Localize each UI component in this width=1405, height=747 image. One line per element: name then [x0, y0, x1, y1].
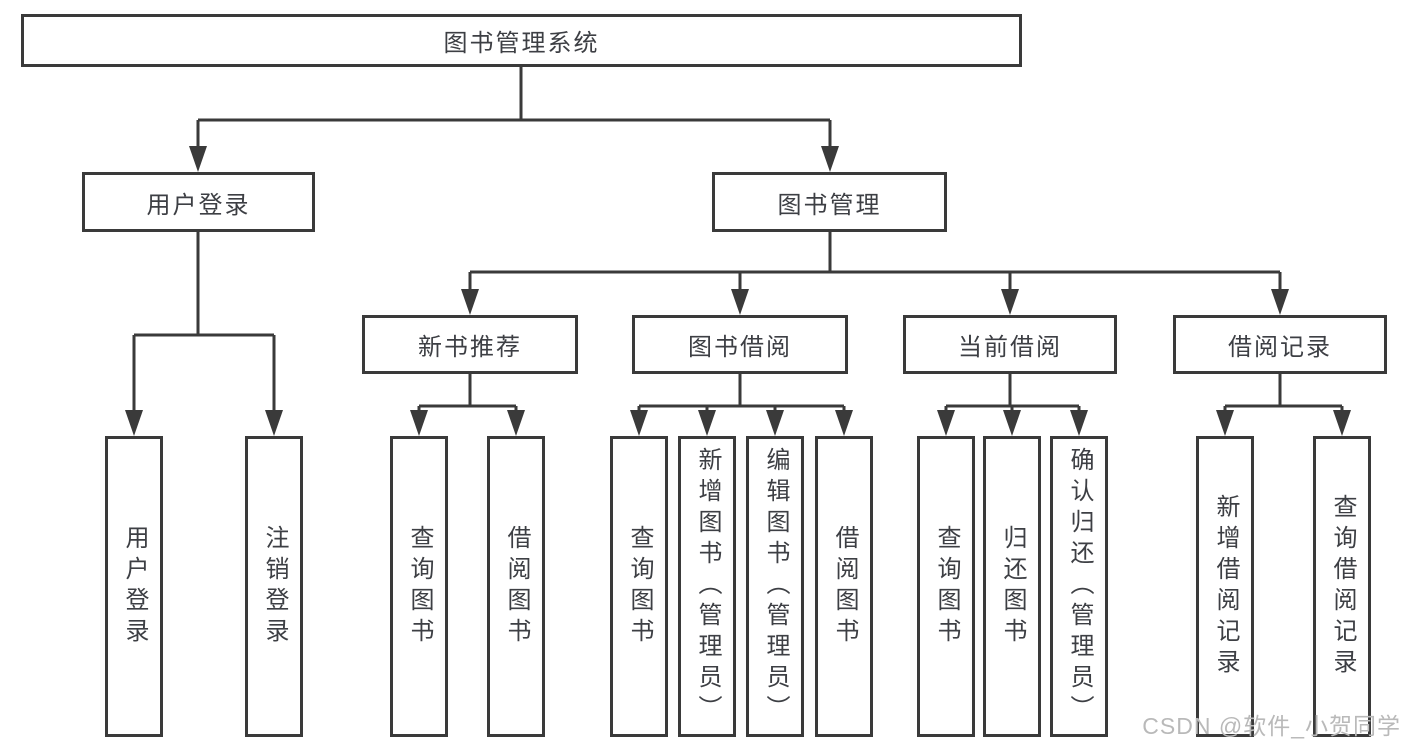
leaf-query-books-label: 查询图书 [406, 524, 433, 649]
leaf-user-login-label: 用户登录 [121, 524, 148, 649]
node-user-login-label: 用户登录 [146, 191, 251, 219]
leaf-borrow-books: 借阅图书 [487, 436, 545, 737]
arrowhead-leaf-logout [265, 410, 283, 436]
connector-current-borrowing-branch [944, 374, 1081, 416]
arrowhead-leaf-query-record [1333, 410, 1351, 436]
arrowhead-leaf-add-book [698, 410, 716, 436]
arrowhead-book-borrowing [731, 289, 749, 315]
arrowhead-leaf-user-login [125, 410, 143, 436]
leaf-query-borrow-record-label: 查询借阅记录 [1329, 493, 1356, 680]
leaf-query-books: 查询图书 [390, 436, 448, 737]
leaf-add-borrow-record: 新增借阅记录 [1196, 436, 1254, 737]
leaf-add-borrow-record-label: 新增借阅记录 [1212, 493, 1239, 680]
csdn-watermark: CSDN @软件_小贺同学 [1142, 713, 1401, 739]
node-user-login: 用户登录 [82, 172, 315, 232]
arrowhead-borrowing-records [1271, 289, 1289, 315]
arrowhead-book-management [821, 146, 839, 172]
node-book-management-label: 图书管理 [777, 191, 882, 219]
leaf-logout-label: 注销登录 [261, 524, 288, 649]
leaf-query-books-label: 查询图书 [933, 524, 960, 649]
node-book-borrowing-label: 图书借阅 [688, 334, 792, 361]
arrowhead-user-login [189, 146, 207, 172]
arrowhead-leaf-confirm-return [1070, 410, 1088, 436]
node-current-borrowing: 当前借阅 [903, 315, 1117, 374]
arrowhead-leaf-query-books-d [937, 410, 955, 436]
arrowhead-leaf-return-books [1003, 410, 1021, 436]
arrowhead-leaf-edit-book [766, 410, 784, 436]
leaf-add-book-admin-label: 新增图书（管理员） [694, 447, 721, 726]
arrowhead-leaf-query-books-c [630, 410, 648, 436]
arrowhead-leaf-borrow-books-c [835, 410, 853, 436]
leaf-edit-book-admin: 编辑图书（管理员） [746, 436, 804, 737]
leaf-borrow-books: 借阅图书 [815, 436, 873, 737]
connector-new-book-branch [417, 374, 518, 416]
connector-user-login-branch [132, 232, 276, 416]
leaf-query-borrow-record: 查询借阅记录 [1313, 436, 1371, 737]
node-borrowing-records: 借阅记录 [1173, 315, 1387, 374]
connector-book-borrowing-branch [637, 374, 846, 416]
node-new-book-recommend: 新书推荐 [362, 315, 578, 374]
node-root: 图书管理系统 [21, 14, 1022, 67]
leaf-borrow-books-label: 借阅图书 [831, 524, 858, 649]
arrowhead-leaf-borrow-books-b [507, 410, 525, 436]
arrowhead-leaf-add-record [1216, 410, 1234, 436]
connector-book-management-branch [468, 232, 1282, 295]
leaf-confirm-return-admin: 确认归还（管理员） [1050, 436, 1108, 737]
leaf-return-books-label: 归还图书 [999, 524, 1026, 649]
leaf-edit-book-admin-label: 编辑图书（管理员） [762, 447, 789, 726]
leaf-confirm-return-admin-label: 确认归还（管理员） [1066, 447, 1093, 726]
node-book-management: 图书管理 [712, 172, 947, 232]
arrowhead-current-borrowing [1001, 289, 1019, 315]
leaf-user-login: 用户登录 [105, 436, 163, 737]
leaf-query-books-label: 查询图书 [626, 524, 653, 649]
node-book-borrowing: 图书借阅 [632, 315, 848, 374]
connector-borrowing-records-branch [1223, 374, 1344, 416]
leaf-return-books: 归还图书 [983, 436, 1041, 737]
leaf-borrow-books-label: 借阅图书 [503, 524, 530, 649]
node-borrowing-records-label: 借阅记录 [1228, 334, 1332, 361]
node-current-borrowing-label: 当前借阅 [958, 334, 1062, 361]
connector-root-to-level2 [196, 67, 832, 152]
leaf-logout: 注销登录 [245, 436, 303, 737]
arrowhead-leaf-query-books-b [410, 410, 428, 436]
node-root-label: 图书管理系统 [443, 30, 600, 57]
leaf-query-books: 查询图书 [917, 436, 975, 737]
node-new-book-recommend-label: 新书推荐 [418, 334, 522, 361]
leaf-add-book-admin: 新增图书（管理员） [678, 436, 736, 737]
leaf-query-books: 查询图书 [610, 436, 668, 737]
arrowhead-new-book-recommend [461, 289, 479, 315]
